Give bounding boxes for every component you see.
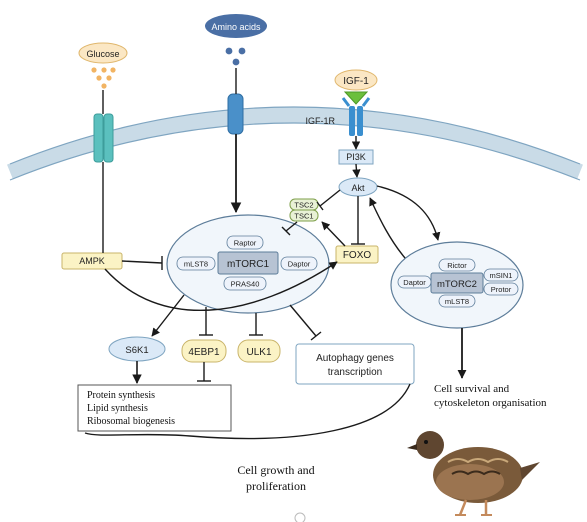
survival-outcome: Cell survival and cytoskeleton organisat…	[434, 383, 547, 409]
ampk-node: AMPK	[61, 252, 123, 270]
s6k1-node: S6K1	[108, 336, 166, 362]
pathway-arrows	[84, 68, 467, 440]
svg-text:Autophagy genes: Autophagy genes	[316, 353, 394, 364]
amino-acid-molecules-icon	[225, 47, 246, 66]
glucose-label: Glucose	[86, 49, 119, 59]
svg-text:cytoskeleton organisation: cytoskeleton organisation	[434, 397, 547, 409]
decorative-ring	[294, 512, 306, 522]
growth-outcome: Cell growth and proliferation	[237, 463, 314, 493]
mtorc2-core: mTORC2	[437, 279, 477, 290]
tsc2-label: TSC2	[294, 201, 313, 210]
svg-text:proliferation: proliferation	[246, 479, 306, 493]
amino-acids-label: Amino acids	[211, 22, 261, 32]
igf1-receptor: IGF-1R	[305, 97, 371, 136]
akt-node: Akt	[338, 177, 378, 197]
mtorc1-pras40: PRAS40	[231, 280, 260, 289]
svg-text:Cell survival and: Cell survival and	[434, 383, 510, 395]
4ebp1-node: 4EBP1	[181, 339, 227, 363]
svg-text:Ribosomal biogenesis: Ribosomal biogenesis	[87, 416, 175, 427]
svg-text:Akt: Akt	[351, 183, 365, 193]
igf1r-label: IGF-1R	[305, 116, 335, 126]
tsc1-label: TSC1	[294, 212, 313, 221]
amino-acid-transporter	[227, 93, 244, 135]
glucose-transporter	[93, 113, 114, 163]
mtorc1-core: mTORC1	[227, 259, 269, 270]
svg-text:FOXO: FOXO	[343, 250, 372, 261]
ulk1-node: ULK1	[237, 339, 281, 363]
mtorc2-complex: mTORC2 Rictor Daptor mSIN1 Protor mLST8	[390, 241, 524, 329]
foxo-node: FOXO	[335, 245, 379, 264]
svg-text:ULK1: ULK1	[246, 347, 271, 358]
synthesis-box: Protein synthesis Lipid synthesis Riboso…	[77, 384, 232, 432]
mtorc2-rictor: Rictor	[447, 261, 467, 270]
mtorc2-daptor: Daptor	[403, 278, 426, 287]
mtorc1-daptor: Daptor	[288, 260, 311, 269]
glucose-molecules-icon	[91, 67, 116, 89]
pi3k-node: PI3K	[338, 149, 374, 165]
svg-text:S6K1: S6K1	[125, 345, 148, 356]
quail-bird-icon	[407, 431, 540, 516]
svg-text:Cell growth and: Cell growth and	[237, 463, 314, 477]
svg-text:4EBP1: 4EBP1	[188, 347, 220, 358]
svg-text:transcription: transcription	[328, 367, 382, 378]
mtorc2-mlst8: mLST8	[445, 297, 469, 306]
tsc-complex: TSC2 TSC1	[289, 198, 319, 222]
mtorc1-complex: mTORC1 Raptor mLST8 Daptor PRAS40	[166, 214, 330, 314]
cell-membrane	[7, 106, 583, 181]
mtorc2-protor: Protor	[491, 285, 512, 294]
svg-text:AMPK: AMPK	[79, 256, 105, 266]
mtorc1-raptor: Raptor	[234, 239, 257, 248]
svg-text:PI3K: PI3K	[346, 152, 366, 162]
igf1-ligand: IGF-1	[334, 69, 378, 105]
glucose-ligand: Glucose	[78, 42, 128, 64]
autophagy-node: Autophagy genes transcription	[295, 343, 415, 385]
amino-acids-ligand: Amino acids	[205, 14, 267, 38]
mtorc1-mlst8: mLST8	[184, 260, 208, 269]
svg-text:Lipid synthesis: Lipid synthesis	[87, 403, 148, 414]
mtorc2-msin1: mSIN1	[490, 271, 513, 280]
svg-text:Protein synthesis: Protein synthesis	[87, 390, 155, 401]
igf1-label: IGF-1	[343, 76, 369, 87]
